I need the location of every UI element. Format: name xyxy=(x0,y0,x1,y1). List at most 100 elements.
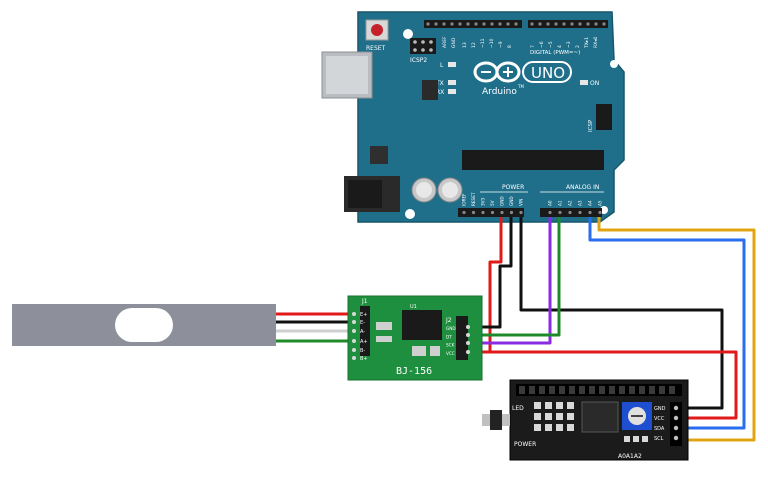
voltage-regulator xyxy=(370,146,388,164)
digital-pin-label: 8 xyxy=(507,45,513,48)
digital-pin-label: 13 xyxy=(462,42,468,48)
lcd-header-pin xyxy=(589,386,595,394)
lcd-pin-label: GND xyxy=(654,406,666,412)
on-label: ON xyxy=(590,80,599,87)
lcd-pad xyxy=(567,413,574,420)
lcd-header-pin xyxy=(579,386,585,394)
wire-5v-lcd-vcc xyxy=(490,350,738,420)
digital-pin xyxy=(506,22,510,26)
digital-pin xyxy=(458,22,462,26)
digital-pin xyxy=(482,22,486,26)
power-pin-label: 3V3 xyxy=(481,197,486,206)
lcd-addr-pad xyxy=(633,436,639,442)
digital-pin xyxy=(546,22,550,26)
hx711-pin-label: DT xyxy=(446,334,452,339)
digital-pin xyxy=(514,22,518,26)
wire-gnd-lcd xyxy=(519,217,724,410)
digital-pin xyxy=(450,22,454,26)
lcd-addr-label: A0A1A2 xyxy=(618,453,642,460)
gnd-label: GND xyxy=(451,37,457,48)
power-pin xyxy=(462,210,466,215)
hx711-j1-label: J1 xyxy=(361,298,368,305)
tx-label: TX xyxy=(435,80,444,87)
wires xyxy=(276,217,756,442)
logo-tm-text: TM xyxy=(517,84,524,89)
lcd-pad xyxy=(545,424,552,431)
power-label: POWER xyxy=(502,184,524,191)
digital-pin xyxy=(578,22,582,26)
lcd-header-pin xyxy=(669,386,675,394)
power-pin-label: RESET xyxy=(471,192,476,206)
analog-pin xyxy=(558,210,562,215)
power-pin-label: VIN xyxy=(519,199,524,206)
power-pin xyxy=(481,210,485,215)
digital-pin xyxy=(474,22,478,26)
digital-pin-label: ~3 xyxy=(566,41,572,48)
power-pin-label: GND xyxy=(509,196,514,206)
digital-header-left xyxy=(424,20,522,28)
digital-label: DIGITAL (PWM=~) xyxy=(530,50,580,56)
hx711-board-label: BJ-156 xyxy=(396,366,432,377)
digital-pin xyxy=(594,22,598,26)
lcd-pin xyxy=(673,425,679,431)
wire-a0-sck xyxy=(468,217,552,345)
analog-pin-label: A0 xyxy=(548,200,553,206)
analog-pin xyxy=(578,210,582,215)
wire-a1-dt xyxy=(468,217,561,337)
hx711-b-minus: B- xyxy=(360,348,365,354)
lcd-header-pin xyxy=(649,386,655,394)
digital-pin-label: ~9 xyxy=(498,41,504,48)
digital-pin xyxy=(570,22,574,26)
power-pin xyxy=(519,210,523,215)
digital-pin-label: 4 xyxy=(557,45,563,48)
analog-pin-label: A2 xyxy=(568,200,573,206)
lcd-header-pin xyxy=(559,386,565,394)
digital-pin-label: TX▸1 xyxy=(584,37,590,49)
analog-pin xyxy=(568,210,572,215)
hx711-a-plus: A+ xyxy=(360,339,368,345)
lcd-pad xyxy=(567,424,574,431)
lcd-pin xyxy=(673,435,679,441)
lcd-header-pin xyxy=(549,386,555,394)
hx711-e-minus: E- xyxy=(360,320,365,326)
lcd-addr-pad xyxy=(642,436,648,442)
lcd-header-pin xyxy=(609,386,615,394)
digital-pin xyxy=(498,22,502,26)
digital-pin xyxy=(562,22,566,26)
lcd-pad xyxy=(545,413,552,420)
hx711-pin-label: GND xyxy=(446,326,456,331)
lcd-pin-label: SDA xyxy=(654,426,665,432)
digital-header-right xyxy=(528,20,608,28)
analog-pin-label: A1 xyxy=(558,200,563,206)
hx711-pin-label: VCC xyxy=(446,351,455,356)
lcd-header-pin xyxy=(519,386,525,394)
lcd-power-label: POWER xyxy=(514,441,536,448)
atmega-chip xyxy=(462,150,604,170)
power-pin-label: 5V xyxy=(490,200,495,206)
usb-chip xyxy=(422,80,438,100)
power-pin xyxy=(471,210,476,215)
hx711-chip xyxy=(402,310,442,340)
digital-pin-label: 7 xyxy=(530,45,536,48)
analog-pin xyxy=(548,210,552,215)
power-pin-label: IOREF xyxy=(462,193,467,206)
l-label: L xyxy=(440,62,444,69)
digital-pin xyxy=(490,22,494,26)
wire-a4-sda xyxy=(588,217,746,430)
logo-uno-text: UNO xyxy=(531,64,565,82)
analog-pin-label: A3 xyxy=(578,200,583,206)
lcd-pad xyxy=(534,424,541,431)
hx711-j2-label: J2 xyxy=(445,317,452,324)
lcd-header-pin xyxy=(599,386,605,394)
lcd-pad xyxy=(556,413,563,420)
digital-pin-label: ~11 xyxy=(480,38,486,48)
lcd-header-pin xyxy=(629,386,635,394)
aref-label: AREF xyxy=(442,36,448,48)
digital-pin-label: RX◂0 xyxy=(593,37,599,48)
hx711-a-minus: A- xyxy=(360,329,365,335)
digital-pin-label: 12 xyxy=(471,42,477,48)
lcd-pin xyxy=(673,415,679,421)
